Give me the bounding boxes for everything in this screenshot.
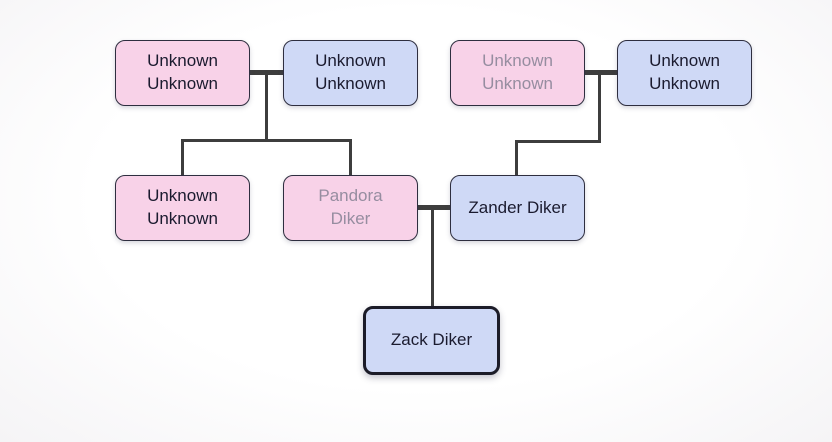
child-connector-zack bbox=[431, 207, 434, 307]
child-connector-pandora bbox=[349, 139, 352, 175]
child-connector-elbow-right bbox=[515, 140, 601, 143]
person-node-unknown-maternal-grandfather[interactable]: Unknown Unknown bbox=[617, 40, 752, 106]
person-node-unknown-aunt[interactable]: Unknown Unknown bbox=[115, 175, 250, 241]
child-connector-aunt bbox=[181, 139, 184, 175]
sibling-bar-left bbox=[181, 139, 351, 142]
child-connector-stem-left bbox=[265, 72, 268, 140]
person-node-zander-diker[interactable]: Zander Diker bbox=[450, 175, 585, 241]
couple-connector-pandora-zander bbox=[418, 205, 450, 210]
person-node-pandora-diker[interactable]: Pandora Diker bbox=[283, 175, 418, 241]
person-node-unknown-maternal-grandmother[interactable]: Unknown Unknown bbox=[450, 40, 585, 106]
child-connector-zander bbox=[515, 140, 518, 175]
person-node-zack-diker[interactable]: Zack Diker bbox=[363, 306, 500, 375]
child-connector-stem-right bbox=[598, 72, 601, 143]
person-node-unknown-paternal-grandmother[interactable]: Unknown Unknown bbox=[115, 40, 250, 106]
person-node-unknown-paternal-grandfather[interactable]: Unknown Unknown bbox=[283, 40, 418, 106]
